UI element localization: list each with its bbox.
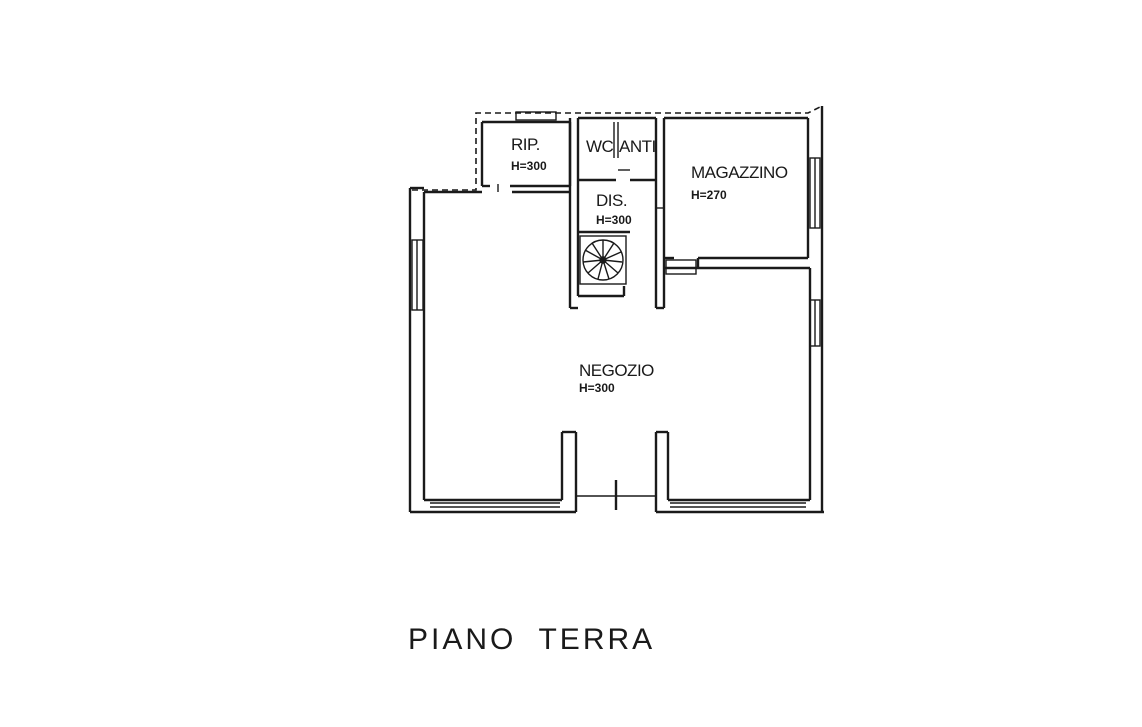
negozio-height: H=300 [579,381,615,395]
service-core [568,116,666,310]
rip-height: H=300 [511,159,547,173]
window-left [411,239,424,311]
dashed-boundary [412,105,823,191]
spiral-staircase [579,235,627,285]
plan-title: PIANO TERRA [408,623,655,656]
entrance-door [560,430,670,512]
magazzino-height: H=270 [691,188,727,202]
magazzino-label: MAGAZZINO [691,163,788,182]
wc-label: WC [586,137,614,156]
anti-label: ANTI [619,137,656,156]
room-magazzino [664,116,821,347]
room-labels: RIP. H=300 WC ANTI MAGAZZINO H=270 DIS. … [511,135,788,395]
dis-height: H=300 [596,213,632,227]
window-bottom-left [430,502,560,508]
rip-label: RIP. [511,135,540,154]
window-bottom-right [670,502,806,508]
negozio-label: NEGOZIO [579,361,654,380]
outer-walls [408,106,824,514]
dis-label: DIS. [596,191,627,210]
